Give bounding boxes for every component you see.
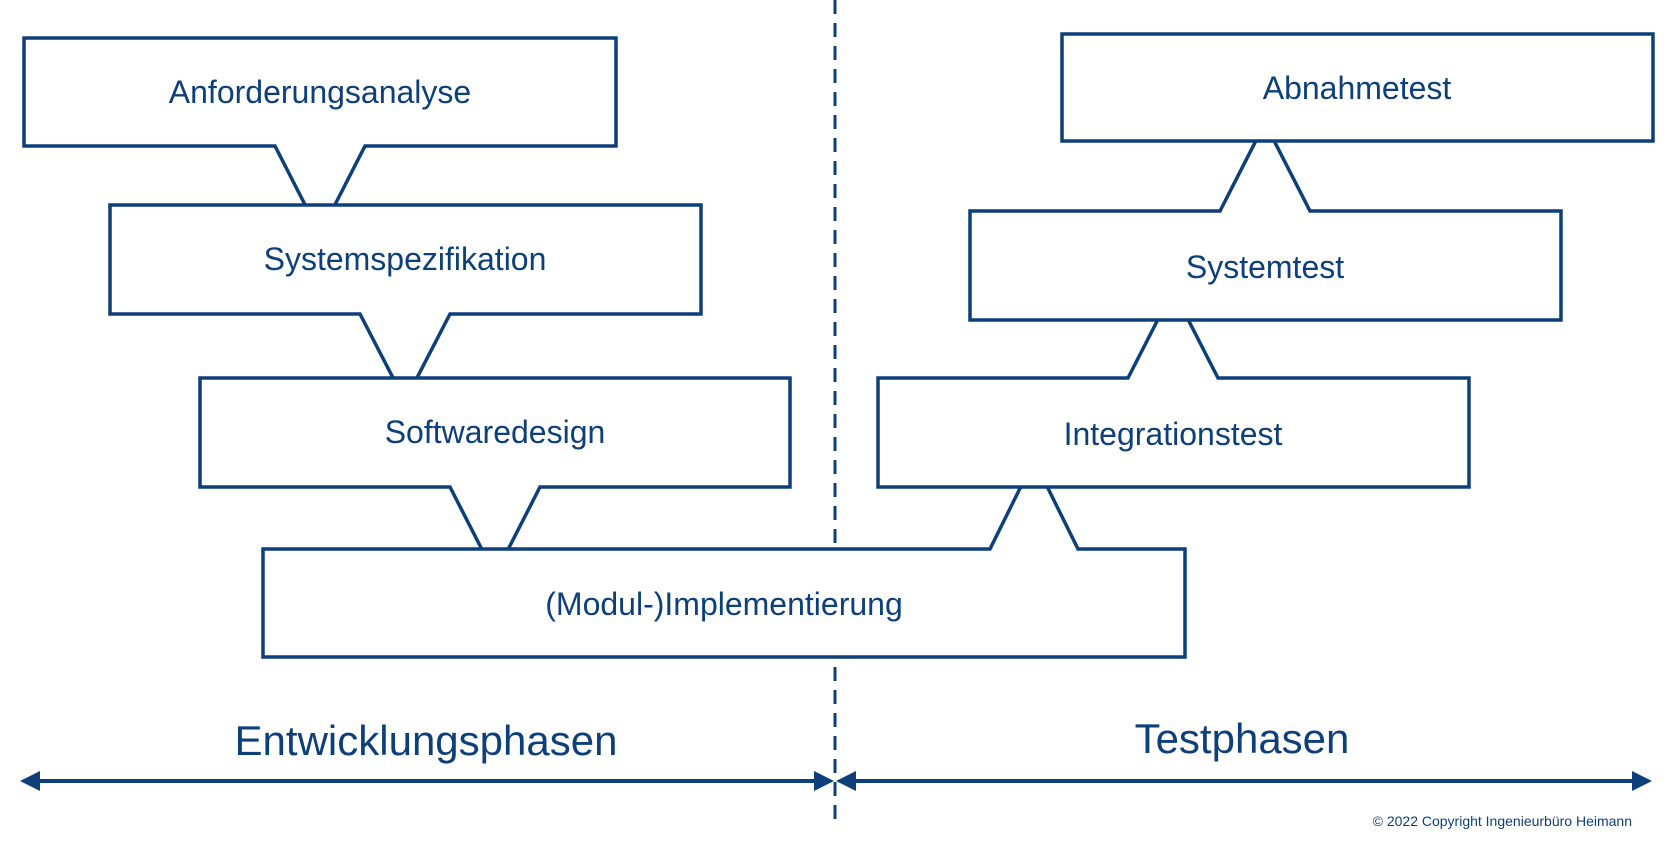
copyright-notice: © 2022 Copyright Ingenieurbüro Heimann [1373, 813, 1632, 829]
step-label-systemspezifikation: Systemspezifikation [264, 241, 547, 277]
test-arrow-left-icon [836, 771, 856, 791]
step-box-systemtest [968, 119, 1563, 322]
step-box-abnahmetest [1060, 32, 1655, 143]
test-arrow-right-icon [1632, 771, 1652, 791]
development-arrow-left-icon [20, 771, 40, 791]
step-box-anforderungsanalyse [22, 36, 618, 238]
step-label-systemtest: Systemtest [1186, 249, 1344, 285]
step-box-softwaredesign [198, 376, 792, 579]
step-label-implementierung: (Modul-)Implementierung [545, 586, 902, 622]
step-box-integrationstest [876, 286, 1471, 489]
step-box-implementierung [261, 456, 1187, 659]
step-label-integrationstest: Integrationstest [1064, 416, 1283, 452]
phase-label-test: Testphasen [1135, 715, 1350, 762]
step-label-softwaredesign: Softwaredesign [385, 414, 606, 450]
development-arrow-right-icon [814, 771, 834, 791]
step-box-systemspezifikation [108, 203, 703, 405]
step-label-abnahmetest: Abnahmetest [1263, 70, 1452, 106]
phase-label-development: Entwicklungsphasen [235, 717, 618, 764]
step-label-anforderungsanalyse: Anforderungsanalyse [169, 74, 471, 110]
